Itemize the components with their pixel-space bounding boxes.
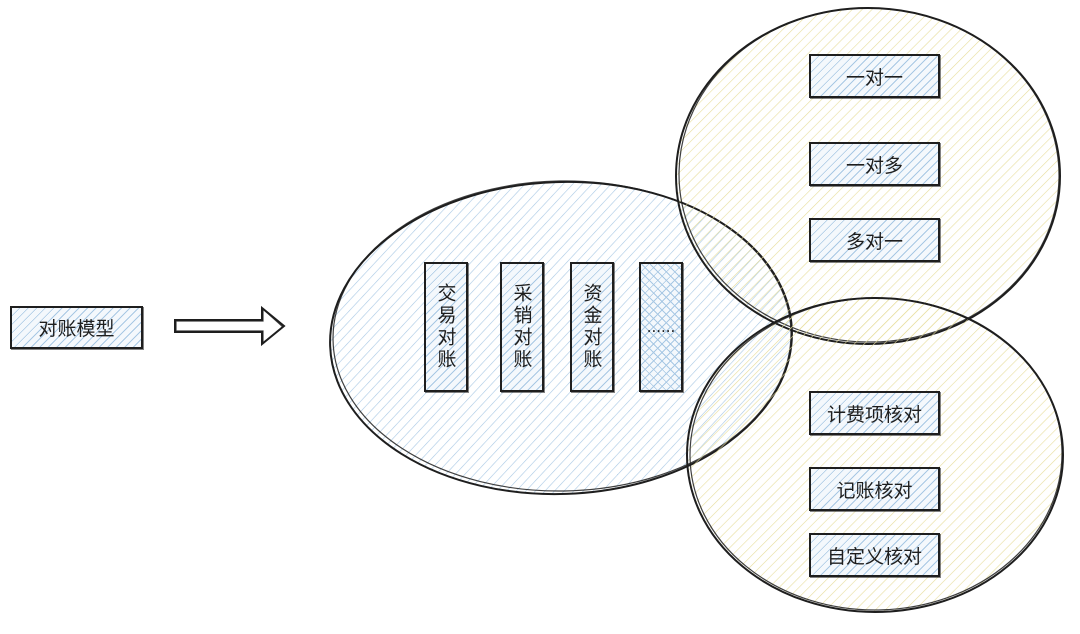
arrow-right-icon bbox=[174, 305, 286, 347]
scenario-box-trade[interactable]: 交易对账 bbox=[424, 262, 468, 392]
lower-right-ellipse bbox=[686, 297, 1064, 613]
relation-box-one-to-many[interactable]: 一对多 bbox=[809, 142, 940, 186]
model-box[interactable]: 对账模型 bbox=[10, 306, 143, 349]
scenario-box-procurement[interactable]: 采销对账 bbox=[500, 262, 544, 392]
scenario-box-more[interactable]: ...... bbox=[639, 262, 683, 392]
relation-box-many-to-one[interactable]: 多对一 bbox=[809, 218, 940, 262]
scenario-box-funds[interactable]: 资金对账 bbox=[570, 262, 614, 392]
check-box-fee-item[interactable]: 计费项核对 bbox=[809, 391, 940, 435]
check-box-bookkeeping[interactable]: 记账核对 bbox=[809, 467, 940, 511]
relation-box-one-to-one[interactable]: 一对一 bbox=[809, 54, 940, 98]
check-box-custom[interactable]: 自定义核对 bbox=[809, 533, 940, 577]
